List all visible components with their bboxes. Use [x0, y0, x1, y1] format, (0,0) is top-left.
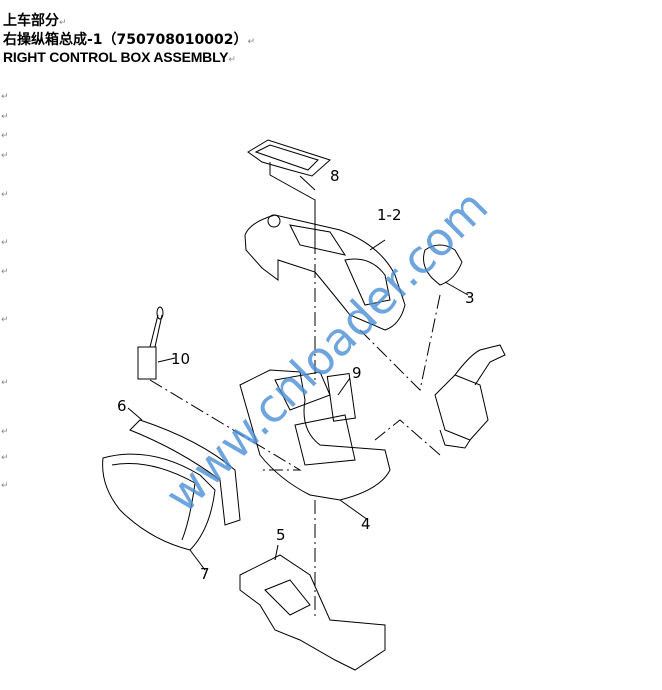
callout-3: 3 [465, 289, 475, 307]
callout-9: 9 [352, 364, 362, 382]
paragraph-mark: ↵ [1, 267, 9, 277]
assembly-title-en: RIGHT CONTROL BOX ASSEMBLY↵ [3, 49, 236, 65]
paragraph-mark: ↵ [1, 131, 9, 141]
section-heading: 上车部分↵ [3, 10, 67, 30]
paragraph-mark: ↵ [1, 378, 9, 388]
callout-1-2: 1-2 [377, 206, 402, 224]
paragraph-mark: ↵ [247, 37, 255, 47]
callout-4: 4 [361, 515, 371, 533]
watermark: www.cnloader.com [155, 179, 499, 523]
callout-6: 6 [117, 397, 127, 415]
part-4-main-box [239, 369, 391, 521]
callout-10: 10 [171, 350, 190, 368]
paragraph-mark: ↵ [1, 453, 9, 463]
title-cn-text: 右操纵箱总成-1（750708010002） [3, 32, 248, 48]
paragraph-mark: ↵ [1, 427, 9, 437]
part-5-bracket [239, 544, 386, 671]
paragraph-mark: ↵ [1, 112, 9, 122]
paragraph-mark: ↵ [1, 151, 9, 161]
part-10-lever [137, 306, 176, 380]
paragraph-mark: ↵ [1, 481, 9, 491]
paragraph-mark: ↵ [1, 315, 9, 325]
callout-8: 8 [330, 167, 340, 185]
section-text: 上车部分 [3, 13, 59, 29]
paragraph-mark: ↵ [1, 92, 9, 102]
paragraph-mark: ↵ [1, 238, 9, 248]
assembly-title-cn: 右操纵箱总成-1（750708010002）↵ [3, 29, 255, 49]
title-en-text: RIGHT CONTROL BOX ASSEMBLY [3, 49, 229, 65]
paragraph-mark: ↵ [1, 190, 9, 200]
paragraph-mark: ↵ [59, 18, 67, 28]
part-7-side-panel [102, 453, 216, 571]
paragraph-mark: ↵ [228, 54, 236, 64]
joystick-assembly [434, 344, 506, 449]
part-3-knob [423, 244, 469, 296]
callout-5: 5 [276, 526, 286, 544]
callout-7: 7 [200, 565, 210, 583]
part-1-2-upper-shell [244, 214, 406, 331]
part-8-cover-plate [247, 139, 331, 240]
part-6-side-cover [127, 407, 241, 526]
